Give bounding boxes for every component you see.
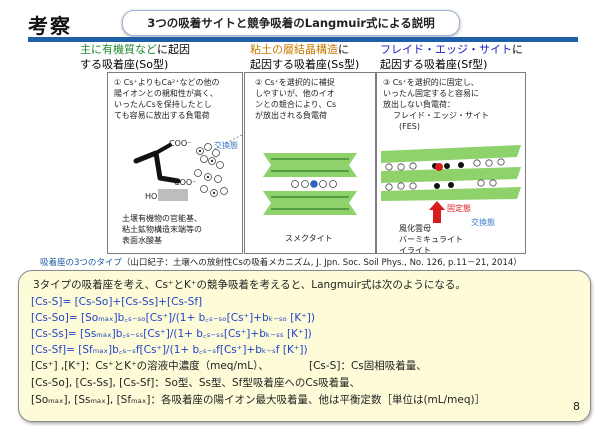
equation-total: [Cs-S]= [Cs-So]+[Cs-Ss]+[Cs-Sf] [31,296,203,308]
slide-banner: 3つの吸着サイトと競争吸着のLangmuir式による説明 [122,10,460,36]
figure-caption: 吸着座の3つのタイプ（山口紀子：土壌への放射性Csの吸着メカニズム, J. Jp… [40,258,522,268]
page-number: 8 [573,400,580,413]
panel-so: ① Cs⁺よりもCa²⁺などの他の 陽イオンとの親和性が高く、 いったんCsを保… [107,72,243,254]
coo-label-1: COO⁻ [169,139,192,148]
panel-ss-bottom: スメクタイト [285,234,333,243]
exchange-label-sf: 交換態 [471,218,495,227]
exchange-label-so: 交換態 [214,141,238,150]
fixed-arrow-icon [429,201,445,223]
equation-ss: [Cs-Ss]= [Ssₘₐₓ]b꜀ₛ₋ₛₛ[Cs⁺]/(1+ b꜀ₛ₋ₛₛ[C… [31,328,312,340]
column-title-ss: 粘土の層結晶構造に 起因する吸着座(Ss型) [250,43,360,71]
definition-concentration: [Cs⁺] ,[K⁺]：Cs⁺とK⁺の溶液中濃度（meq/mL）、 [31,360,269,372]
title-underline [28,37,578,42]
definition-max-adsorption: [Soₘₐₓ], [Ssₘₐₓ], [Sfₘₐₓ]：各吸着座の陽イオン最大吸着量… [31,394,486,406]
equation-so: [Cs-So]= [Soₘₐₓ]b꜀ₛ₋ₛₒ[Cs⁺]/(1+ b꜀ₛ₋ₛₒ[C… [31,312,315,324]
panel-ss-text: ② Cs⁺を選択的に補捉 しやすいが、他のイオ ンとの競合により、Cs が放出さ… [255,78,337,120]
equation-sf: [Cs-Sf]= [Sfₘₐₓ]b꜀ₛ₋ₛf[Cs⁺]/(1+ b꜀ₛ₋ₛf[C… [31,344,308,356]
panel-sf-text: ③ Cs⁺を選択的に固定し、 いったん固定すると容易に 放出しない負電荷： フレ… [383,78,489,131]
fixed-label: 固定態 [447,204,471,213]
panel-sf-bottom: 風化雲母 バーミキュライト イライト [399,224,463,254]
panel-ss: ② Cs⁺を選択的に補捉 しやすいが、他のイオ ンとの競合により、Cs が放出さ… [244,72,376,254]
panel-so-bottom: 土壌有機物の官能基、 粘土鉱物構造末端等の 表面水酸基 [122,214,202,245]
ho-label: HO [145,192,158,201]
definition-adsorbed: [Cs-S]：Cs固相吸着量、 [309,360,427,372]
coo-label-2: COO⁻ [174,178,197,187]
frayed-edge-site-diagram [381,145,521,201]
equation-intro: 3タイプの吸着座を考え、Cs⁺とK⁺の競争吸着を考えると、Langmuir式は次… [33,279,466,291]
column-title-sf: フレイド・エッジ・サイトに 起因する吸着座(Sf型) [380,43,523,71]
panel-so-text: ① Cs⁺よりもCa²⁺などの他の 陽イオンとの親和性が高く、 いったんCsを保… [114,78,220,120]
equation-box: 3タイプの吸着座を考え、Cs⁺とK⁺の競争吸着を考えると、Langmuir式は次… [18,270,591,422]
definition-site-adsorption: [Cs-So], [Cs-Ss], [Cs-Sf]：So型、Ss型、Sf型吸着座… [31,377,361,389]
column-title-so: 主に有機質などに起因 する吸着座(So型) [80,43,190,71]
organic-functional-group-diagram [133,134,242,201]
panel-sf: ③ Cs⁺を選択的に固定し、 いったん固定すると容易に 放出しない負電荷： フレ… [376,72,526,254]
page-title: 考察 [28,14,72,38]
smectite-layer-diagram [263,153,357,215]
